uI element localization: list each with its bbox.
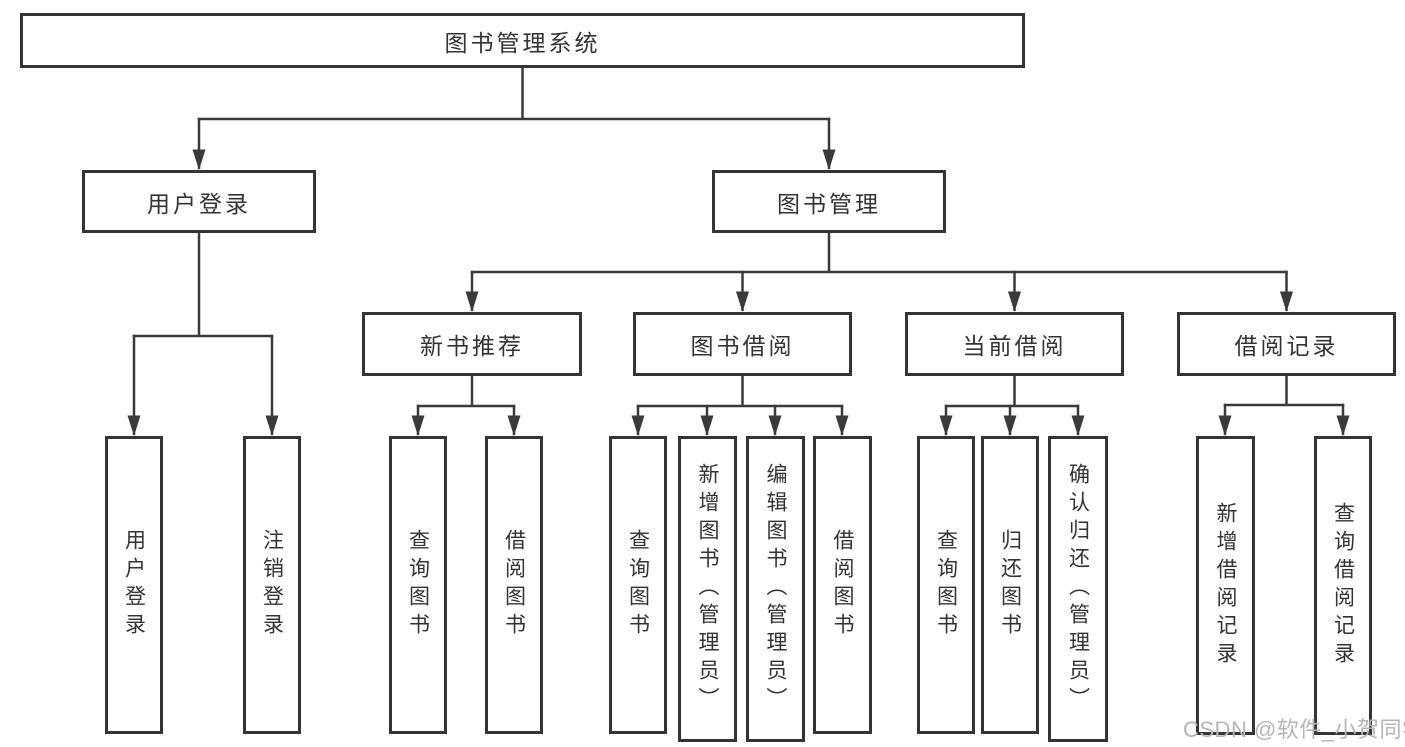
node-label: 图书管理 — [777, 190, 881, 217]
node-book-borrow: 图书借阅 — [633, 312, 852, 376]
node-label: 查询图书 — [626, 529, 650, 641]
node-label: 新增图书（管理员） — [696, 463, 719, 715]
node-new-book-recommend: 新书推荐 — [362, 312, 582, 376]
node-label: 查询图书 — [934, 529, 958, 641]
leaf-query-books-current: 查询图书 — [917, 436, 975, 734]
node-label: 借阅记录 — [1234, 333, 1339, 359]
node-label: 编辑图书（管理员） — [764, 463, 787, 715]
leaf-confirm-return-admin: 确认归还（管理员） — [1048, 436, 1108, 742]
connector-book-management-children — [470, 231, 1288, 274]
node-label: 查询图书 — [406, 529, 430, 641]
node-label: 当前借阅 — [962, 333, 1067, 359]
node-current-borrow: 当前借阅 — [905, 312, 1124, 376]
watermark: CSDN @软件_小贺同学 — [1183, 717, 1405, 742]
node-label: 注销登录 — [260, 529, 284, 641]
node-library-system: 图书管理系统 — [20, 13, 1025, 68]
node-label: 图书借阅 — [690, 333, 795, 359]
leaf-borrow-books-recommend: 借阅图书 — [485, 436, 543, 734]
leaf-query-books-borrow: 查询图书 — [609, 436, 667, 734]
leaf-return-books: 归还图书 — [981, 436, 1039, 734]
connector-book-borrow-children — [636, 374, 844, 408]
node-label: 新增借阅记录 — [1214, 501, 1237, 670]
connector-new-book-recommend-children — [416, 374, 516, 408]
connector-borrow-records-children — [1223, 374, 1345, 407]
connector-user-login-children — [132, 231, 274, 338]
leaf-borrow-books: 借阅图书 — [813, 436, 872, 734]
node-label: 归还图书 — [998, 529, 1022, 641]
leaf-user-login: 用户登录 — [105, 436, 163, 734]
node-label: 用户登录 — [147, 190, 251, 217]
node-book-management: 图书管理 — [712, 170, 946, 233]
connector-root-to-level2 — [197, 66, 831, 121]
node-label: 用户登录 — [122, 529, 146, 641]
node-label: 查询借阅记录 — [1331, 501, 1355, 670]
node-label: 确认归还（管理员） — [1066, 463, 1090, 715]
leaf-edit-book-admin: 编辑图书（管理员） — [746, 436, 805, 742]
node-borrow-records: 借阅记录 — [1177, 312, 1396, 376]
leaf-add-book-admin: 新增图书（管理员） — [678, 436, 737, 742]
node-label: 图书管理系统 — [444, 29, 601, 56]
node-label: 借阅图书 — [831, 529, 854, 641]
connector-current-borrow-children — [944, 374, 1080, 408]
leaf-query-borrow-record: 查询借阅记录 — [1314, 436, 1372, 735]
leaf-logout: 注销登录 — [243, 436, 301, 734]
leaf-query-books-recommend: 查询图书 — [389, 436, 447, 734]
leaf-add-borrow-record: 新增借阅记录 — [1196, 436, 1255, 735]
node-label: 借阅图书 — [502, 529, 526, 641]
node-user-login: 用户登录 — [82, 170, 316, 233]
node-label: 新书推荐 — [420, 333, 524, 359]
